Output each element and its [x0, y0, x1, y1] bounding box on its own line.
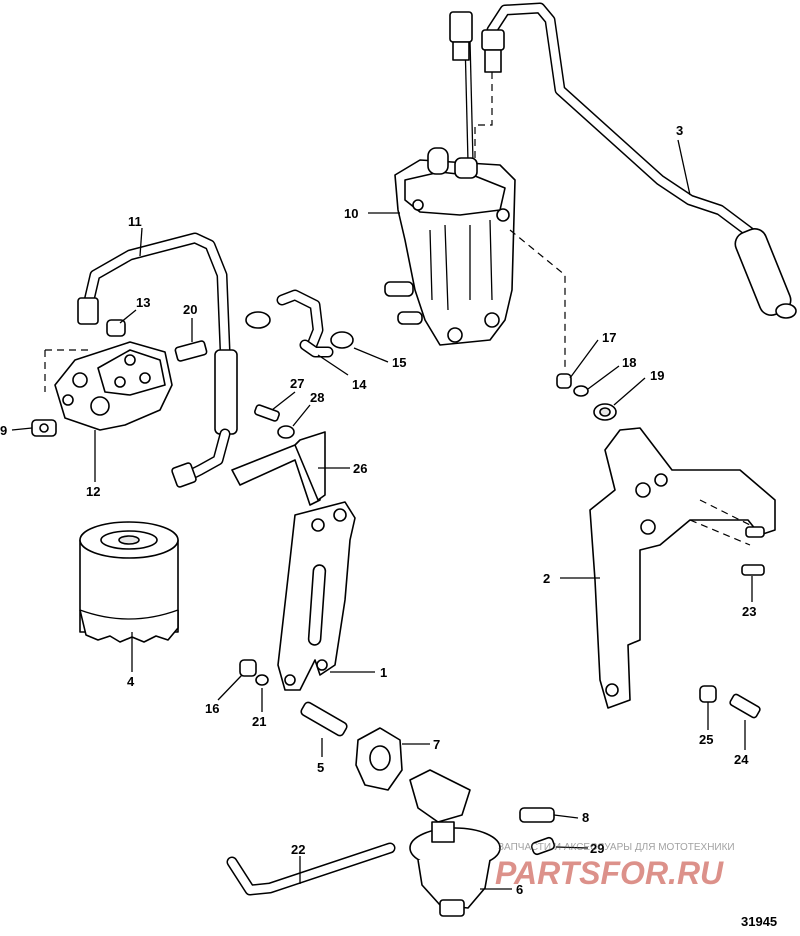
- watermark-tagline: ЗАПЧАСТИ И АКСЕССУАРЫ ДЛЯ МОТОТЕХНИКИ: [498, 842, 735, 853]
- callout-29: 29: [590, 841, 604, 856]
- callout-2: 2: [543, 571, 550, 586]
- callout-1: 1: [380, 665, 387, 680]
- callout-17: 17: [602, 330, 616, 345]
- callout-8: 8: [582, 810, 589, 825]
- part-20-fitting: [174, 340, 208, 362]
- part-2-bracket: [589, 427, 776, 709]
- callout-3: 3: [676, 123, 683, 138]
- callout-9: 9: [0, 423, 7, 438]
- callout-7: 7: [433, 737, 440, 752]
- part-25-nut: [699, 685, 717, 703]
- callout-28: 28: [310, 390, 324, 405]
- part-22-hose: [226, 842, 396, 896]
- part-3-fuel-line: [481, 2, 797, 319]
- callout-23: 23: [742, 604, 756, 619]
- part-1-bracket: [277, 501, 356, 691]
- leader-lines: [11, 139, 753, 890]
- callout-24: 24: [734, 752, 749, 767]
- callout-14: 14: [352, 377, 367, 392]
- callout-18: 18: [622, 355, 636, 370]
- callout-13: 13: [136, 295, 150, 310]
- part-8-fitting: [519, 807, 555, 823]
- part-29-fitting: [530, 836, 556, 856]
- watermark: ЗАПЧАСТИ И АКСЕССУАРЫ ДЛЯ МОТОТЕХНИКИ PA…: [495, 842, 735, 891]
- part-14-hose: [245, 289, 354, 358]
- callout-25: 25: [699, 732, 713, 747]
- callout-19: 19: [650, 368, 664, 383]
- part-16-nut: [239, 659, 257, 677]
- part-12-filter-head: [44, 341, 173, 431]
- callout-4: 4: [127, 674, 135, 689]
- callout-5: 5: [317, 760, 324, 775]
- part-24-stud: [729, 693, 761, 719]
- callout-27: 27: [290, 376, 304, 391]
- part-27-bolt: [254, 404, 280, 422]
- part-19-grommet: [593, 403, 617, 421]
- part-23-stud: [741, 564, 765, 576]
- part-17-nut: [556, 373, 572, 389]
- callout-10: 10: [344, 206, 358, 221]
- callout-20: 20: [183, 302, 197, 317]
- callout-26: 26: [353, 461, 367, 476]
- stud-23-pair: [745, 526, 765, 538]
- callout-6: 6: [516, 882, 523, 897]
- part-9-fitting: [31, 419, 57, 437]
- callout-11: 11: [128, 214, 142, 229]
- part-13-nut: [106, 319, 126, 337]
- part-10-fuel-module: [384, 11, 566, 370]
- callout-12: 12: [86, 484, 100, 499]
- part-21-washer: [255, 674, 269, 686]
- watermark-brand: PARTSFOR.RU: [495, 855, 724, 891]
- callout-16: 16: [205, 701, 219, 716]
- part-5-fitting: [300, 701, 348, 737]
- drawing-number: 31945: [741, 914, 777, 929]
- part-11-fuel-line: [77, 232, 238, 488]
- part-4-fuel-filter: [79, 521, 179, 643]
- part-7-gasket: [355, 727, 403, 791]
- callout-15: 15: [392, 355, 406, 370]
- part-18-washer: [573, 385, 589, 397]
- callout-22: 22: [291, 842, 305, 857]
- callout-21: 21: [252, 714, 266, 729]
- part-6-fuel-pump: [409, 769, 501, 917]
- part-26-bracket: [231, 431, 326, 506]
- callout-labels: 1 2 3 4 5 6 7 8 9 10 11 12 13 14 15 16 1…: [0, 123, 756, 897]
- part-28-washer: [277, 425, 295, 439]
